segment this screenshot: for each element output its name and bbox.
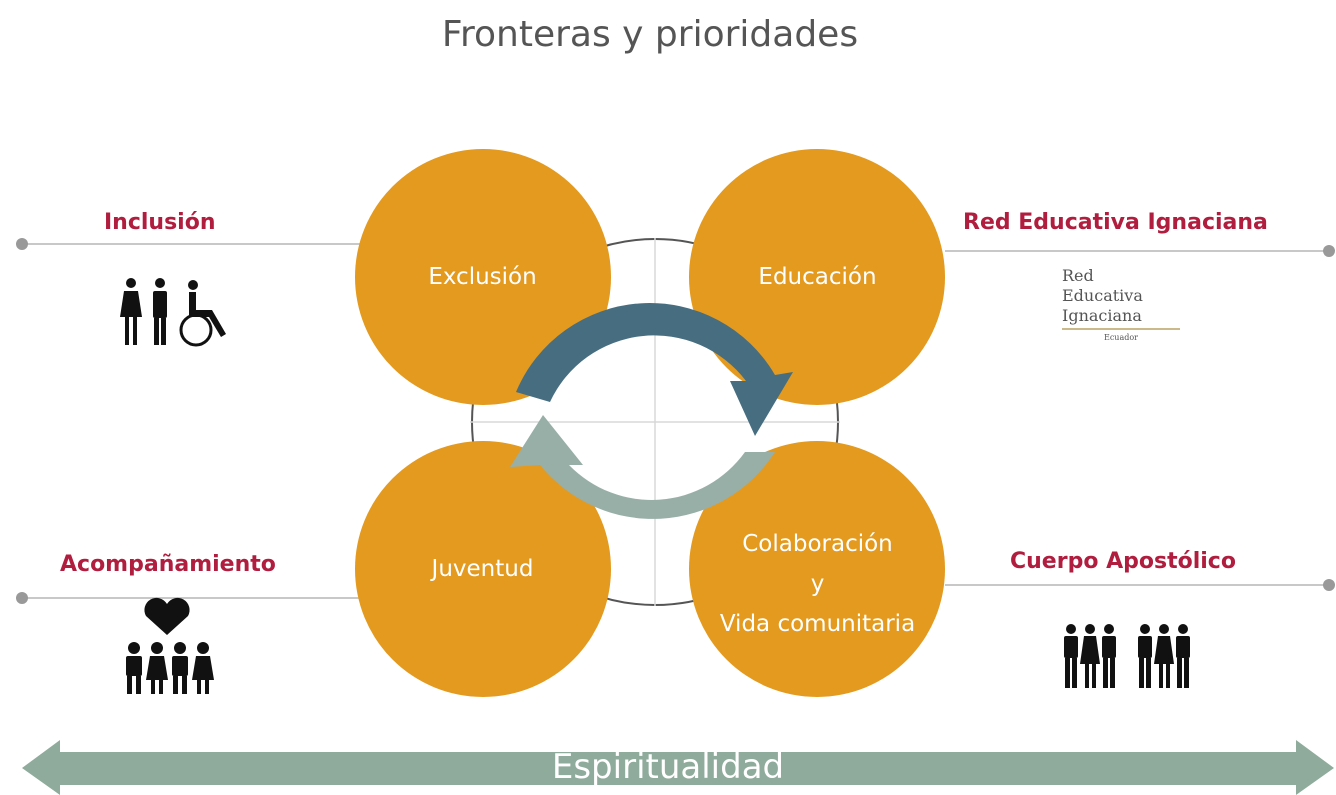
connector-dot-left-bottom [16,592,28,604]
connector-dot-right-top [1323,245,1335,257]
circle-label-juventud: Juventud [431,556,534,582]
people-group-icon [1064,624,1190,688]
circle-label-colaboracion-line-1: Colaboración [742,531,893,557]
logo-word-1: Red [1062,266,1094,285]
espiritualidad-arrow [22,740,1334,795]
circle-educacion [689,149,945,405]
logo-word-3: Ignaciana [1062,306,1142,325]
label-inclusion: Inclusión [104,210,216,235]
label-acompanamiento: Acompañamiento [60,552,276,577]
label-red-educativa: Red Educativa Ignaciana [963,210,1268,235]
circle-exclusion [355,149,611,405]
circle-label-educacion: Educación [758,264,877,290]
people-wheelchair-icon [120,278,226,347]
connector-dot-left-top [16,238,28,250]
espiritualidad-label: Espiritualidad [551,747,785,787]
logo-rule [1062,328,1180,330]
cycle-arrow-top [516,303,793,436]
circle-colaboracion [689,441,945,697]
circle-label-colaboracion-line-3: Vida comunitaria [719,611,916,637]
heart-group-icon [126,597,214,694]
circle-label-exclusion: Exclusión [428,264,537,290]
cycle-arrow-bottom [510,415,775,519]
page-title: Fronteras y prioridades [441,14,859,55]
connector-dot-right-bottom [1323,579,1335,591]
red-educativa-logo: Red Educativa Ignaciana Ecuador [1062,266,1180,342]
logo-word-2: Educativa [1062,286,1143,305]
circle-label-colaboracion-line-2: y [810,571,825,597]
label-cuerpo-apostolico: Cuerpo Apostólico [1010,549,1236,574]
circle-label-colaboracion: Colaboración y Vida comunitaria [690,524,945,644]
logo-country: Ecuador [1103,333,1138,342]
circle-juventud [355,441,611,697]
